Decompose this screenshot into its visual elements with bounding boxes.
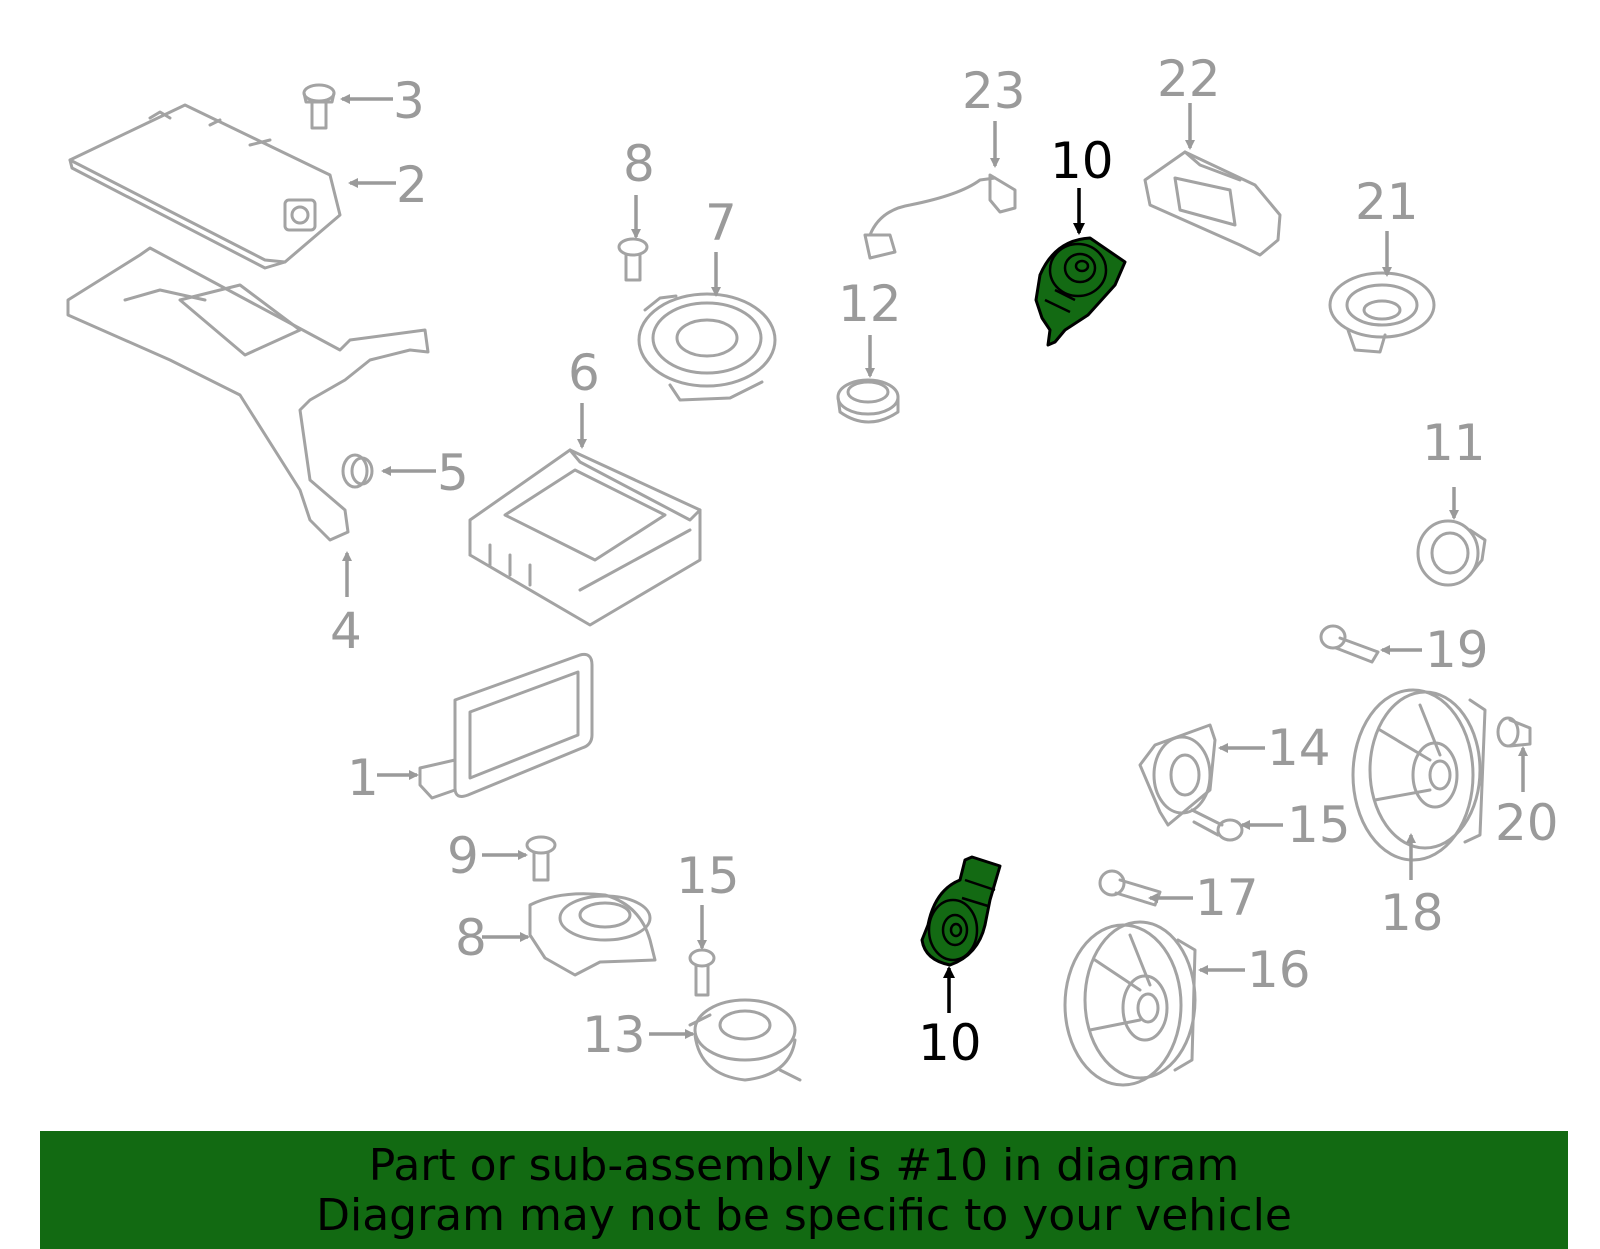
- part-7-speaker: [637, 292, 777, 402]
- callout-18: 18: [1380, 884, 1444, 942]
- callout-1: 1: [347, 749, 379, 807]
- part-20-grommet: [1496, 716, 1532, 748]
- part-10-highlighted-bottom[interactable]: [920, 855, 1002, 967]
- part-9-bolt-bottom: [525, 835, 557, 882]
- part-5-grommet: [341, 453, 374, 489]
- callout-15-left: 15: [676, 847, 740, 905]
- callout-10-top[interactable]: 10: [1050, 132, 1114, 190]
- part-13-tweeter: [688, 998, 802, 1082]
- banner-line-1: Part or sub-assembly is #10 in diagram: [368, 1140, 1240, 1191]
- callout-8: 8: [455, 909, 487, 967]
- part-10-highlighted-top[interactable]: [1034, 236, 1127, 347]
- part-11-tweeter: [1416, 519, 1487, 587]
- callout-21: 21: [1355, 173, 1419, 231]
- callout-15-right: 15: [1287, 796, 1351, 854]
- part-17-bolt: [1098, 869, 1162, 907]
- callout-9-bottom: 9: [447, 827, 479, 885]
- callout-19: 19: [1425, 621, 1489, 679]
- callout-13: 13: [582, 1006, 646, 1064]
- part-15-bolt-left: [688, 948, 716, 997]
- part-12-tweeter: [836, 378, 900, 424]
- callout-17: 17: [1195, 869, 1259, 927]
- part-22-housing: [1143, 150, 1282, 257]
- part-3-bolt: [302, 83, 336, 130]
- callout-14: 14: [1267, 719, 1331, 777]
- part-21-speaker: [1328, 271, 1436, 354]
- callout-10-bottom[interactable]: 10: [918, 1014, 982, 1072]
- callout-2: 2: [396, 156, 428, 214]
- callout-5: 5: [437, 444, 469, 502]
- part-1-display: [418, 653, 594, 800]
- part-23-cable: [863, 173, 1017, 260]
- callout-23: 23: [962, 62, 1026, 120]
- callout-6: 6: [568, 344, 600, 402]
- callout-9-top: 8: [623, 135, 655, 193]
- callout-11: 11: [1422, 414, 1486, 472]
- part-18-woofer: [1351, 688, 1487, 862]
- info-banner: Part or sub-assembly is #10 in diagram D…: [40, 1131, 1568, 1249]
- callout-3: 3: [393, 72, 425, 130]
- callout-20: 20: [1495, 794, 1559, 852]
- part-4-bracket: [66, 246, 430, 542]
- part-19-bolt: [1319, 624, 1380, 664]
- part-8-speaker: [528, 892, 657, 977]
- leader-arrows: [340, 94, 1528, 1039]
- part-16-woofer: [1063, 920, 1197, 1087]
- part-9-bolt-top: [617, 237, 649, 282]
- part-15-bolt-right: [1190, 808, 1244, 842]
- banner-line-2: Diagram may not be specific to your vehi…: [316, 1190, 1292, 1241]
- callout-4: 4: [330, 602, 362, 660]
- callout-22: 22: [1157, 50, 1221, 108]
- part-2-module: [68, 103, 342, 270]
- part-14-speaker: [1138, 723, 1217, 827]
- part-6-head-unit: [468, 448, 702, 627]
- callout-12: 12: [838, 275, 902, 333]
- callout-7: 7: [705, 194, 737, 252]
- callout-16: 16: [1247, 941, 1311, 999]
- callout-labels: 3 2 4 5 6 7 8 9 8 1 12 23 22 21 11 19 14…: [330, 50, 1559, 1072]
